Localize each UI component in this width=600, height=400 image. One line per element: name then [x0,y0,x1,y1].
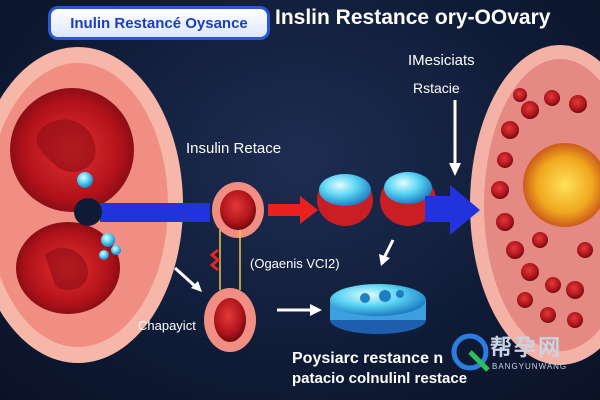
insulin-cell-bottom [204,288,256,352]
white-arrows [173,100,461,316]
page-title: Inslin Restance ory-OOvary [275,6,551,29]
mesicats-label: IMesiciats [408,52,475,69]
organs-label: (Ogaenis VCI2) [250,256,340,271]
insulin-cell-top [212,182,264,238]
watermark-text: 帮孕网 [490,335,563,360]
restacie-label: Rstacie [413,80,460,96]
bottom-caption-line1: Poysiarc restance n [292,350,444,367]
insulin-label: Insulin Retace [186,140,282,157]
red-arrow [268,196,318,224]
watermark-logo [451,333,490,372]
receptor-cells [317,172,436,226]
blue-arrow-left [100,203,210,222]
right-organ [470,45,600,365]
chapayict-label: Chapayict [138,318,196,333]
bottom-caption-line2: patacio colnulinl restace [292,370,468,387]
watermark-subtext: BANGYUNWANG [492,362,568,371]
fluid-dish [330,284,426,334]
title-badge: Inulin Restancé Oysance [48,6,270,40]
left-organ [0,47,183,363]
blue-arrow-right [425,185,480,235]
